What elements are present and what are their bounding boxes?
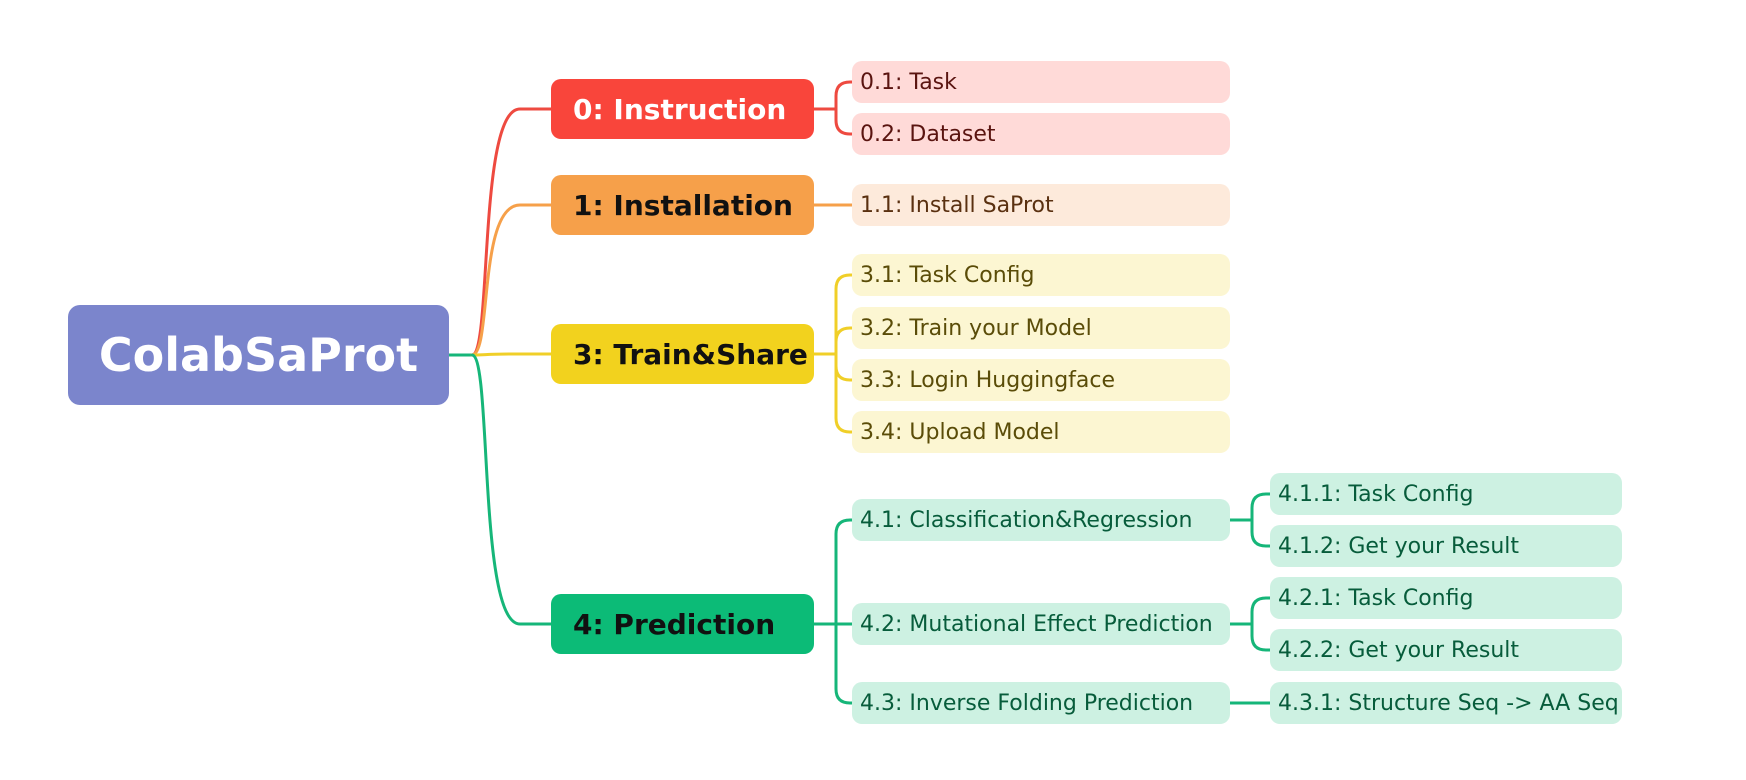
leaf-label: 0.2: Dataset bbox=[860, 121, 996, 147]
leaf-label: 4.2.1: Task Config bbox=[1278, 585, 1474, 611]
leaf-3-1-task-config[interactable]: 3.1: Task Config bbox=[852, 254, 1230, 296]
leaf-label: 4.3.1: Structure Seq -> AA Seq bbox=[1278, 690, 1619, 716]
leaf-label: 1.1: Install SaProt bbox=[860, 192, 1054, 218]
root-to-branch-2-line bbox=[470, 352, 553, 357]
leaf-4-1-to-sub-line-1 bbox=[1250, 518, 1272, 548]
leaf-3-2-train-model[interactable]: 3.2: Train your Model bbox=[852, 307, 1230, 349]
leaf-1-1-install-saprot[interactable]: 1.1: Install SaProt bbox=[852, 184, 1230, 226]
branch-3-to-leaf-line-1 bbox=[834, 326, 854, 356]
leaf-label: 4.3: Inverse Folding Prediction bbox=[860, 690, 1194, 716]
branch-label: 4: Prediction bbox=[573, 607, 776, 641]
leaf-4-3-inverse-folding-prediction[interactable]: 4.3: Inverse Folding Prediction bbox=[852, 682, 1230, 724]
branch-label: 1: Installation bbox=[573, 188, 793, 222]
root-to-branch-3-line bbox=[470, 353, 553, 626]
leaf-0-2-dataset[interactable]: 0.2: Dataset bbox=[852, 113, 1230, 155]
root-node[interactable]: ColabSaProt bbox=[68, 305, 449, 405]
leaf-4-3-1-structure-to-aa[interactable]: 4.3.1: Structure Seq -> AA Seq bbox=[1270, 682, 1622, 724]
leaf-0-1-task[interactable]: 0.1: Task bbox=[852, 61, 1230, 103]
branch-3-to-leaf-line-3 bbox=[834, 352, 854, 434]
leaf-4-1-2-get-result[interactable]: 4.1.2: Get your Result bbox=[1270, 525, 1622, 567]
branch-3-to-leaf-line-2 bbox=[834, 352, 854, 382]
leaf-4-2-mutational-effect-prediction[interactable]: 4.2: Mutational Effect Prediction bbox=[852, 603, 1230, 645]
branch-0-to-leaf-line-0 bbox=[834, 80, 854, 111]
leaf-4-2-to-sub-line-0 bbox=[1250, 596, 1272, 626]
leaf-label: 3.3: Login Huggingface bbox=[860, 367, 1116, 393]
leaf-label: 4.1.1: Task Config bbox=[1278, 481, 1474, 507]
branch-label: 0: Instruction bbox=[573, 92, 787, 126]
branch-0-to-leaf-line-1 bbox=[834, 107, 854, 136]
leaf-4-2-1-task-config[interactable]: 4.2.1: Task Config bbox=[1270, 577, 1622, 619]
branch-0-instruction[interactable]: 0: Instruction bbox=[551, 79, 814, 139]
leaf-label: 4.1.2: Get your Result bbox=[1278, 533, 1520, 559]
root-label: ColabSaProt bbox=[98, 328, 419, 382]
leaf-label: 4.2: Mutational Effect Prediction bbox=[860, 611, 1213, 637]
leaf-label: 3.4: Upload Model bbox=[860, 419, 1060, 445]
leaf-3-3-login-huggingface[interactable]: 3.3: Login Huggingface bbox=[852, 359, 1230, 401]
root-to-branch-0-line bbox=[470, 107, 553, 357]
leaf-label: 0.1: Task bbox=[860, 69, 957, 95]
root-to-branch-1-line bbox=[470, 203, 553, 357]
branch-3-train-share[interactable]: 3: Train&Share bbox=[551, 324, 814, 384]
leaf-4-2-to-sub-line-1 bbox=[1250, 622, 1272, 652]
leaf-4-1-1-task-config[interactable]: 4.1.1: Task Config bbox=[1270, 473, 1622, 515]
branch-1-installation[interactable]: 1: Installation bbox=[551, 175, 814, 235]
leaf-label: 4.1: Classification&Regression bbox=[860, 507, 1193, 533]
branch-4-prediction[interactable]: 4: Prediction bbox=[551, 594, 814, 654]
leaf-label: 3.2: Train your Model bbox=[860, 315, 1092, 341]
leaf-4-1-classification-regression[interactable]: 4.1: Classification&Regression bbox=[852, 499, 1230, 541]
leaf-label: 4.2.2: Get your Result bbox=[1278, 637, 1520, 663]
branch-4-to-leaf-line-0 bbox=[834, 518, 854, 626]
leaf-4-1-to-sub-line-0 bbox=[1250, 492, 1272, 522]
branch-4-to-leaf-line-2 bbox=[834, 622, 854, 705]
branch-3-to-leaf-line-0 bbox=[834, 273, 854, 356]
leaf-4-2-2-get-result[interactable]: 4.2.2: Get your Result bbox=[1270, 629, 1622, 671]
leaf-3-4-upload-model[interactable]: 3.4: Upload Model bbox=[852, 411, 1230, 453]
leaf-label: 3.1: Task Config bbox=[860, 262, 1035, 288]
branch-label: 3: Train&Share bbox=[573, 337, 808, 371]
